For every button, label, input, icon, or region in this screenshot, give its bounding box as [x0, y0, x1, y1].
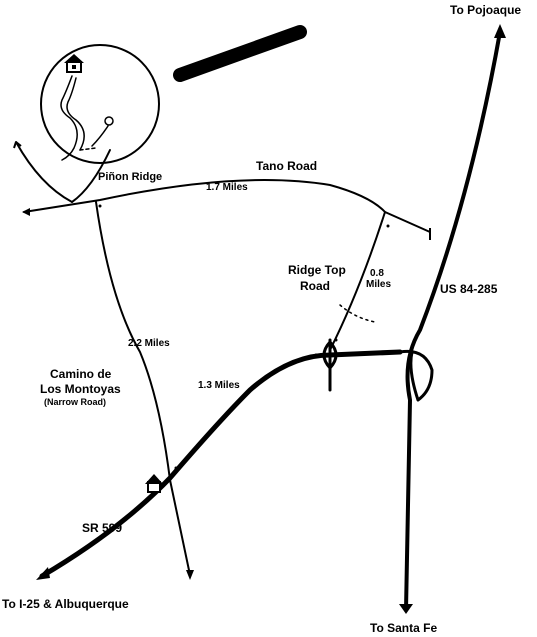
label-sr599-miles: 1.3 Miles	[198, 380, 240, 391]
camino-de-los-montoyas	[95, 201, 191, 576]
tano-road	[23, 179, 431, 233]
us-84-285	[404, 30, 502, 612]
sr-599	[39, 349, 403, 579]
interchange-west	[314, 338, 346, 392]
house-icon	[145, 474, 163, 493]
ridge-top-side-path	[339, 304, 376, 323]
label-ridge-top-2: Road	[300, 279, 330, 293]
label-camino-3: (Narrow Road)	[44, 397, 106, 407]
label-ridge-top-1: Ridge Top	[288, 263, 346, 277]
arrowhead	[494, 24, 506, 38]
label-sr599: SR 599	[82, 521, 122, 535]
arrowhead	[36, 567, 50, 580]
label-us-84-285: US 84-285	[440, 282, 498, 296]
house-icon	[64, 54, 84, 73]
label-pinon-ridge: Piñon Ridge	[98, 171, 162, 183]
arrowhead	[13, 141, 22, 149]
arrowhead	[22, 208, 30, 216]
label-ridge-miles-1: 0.8	[370, 268, 384, 279]
label-camino-miles: 2.2 Miles	[128, 338, 170, 349]
magnifying-glass-icon	[40, 25, 307, 164]
pinon-ridge-road-2	[71, 149, 111, 203]
label-to-santa-fe: To Santa Fe	[370, 621, 437, 635]
label-tano-road: Tano Road	[256, 159, 317, 173]
label-tano-miles: 1.7 Miles	[206, 182, 248, 193]
label-ridge-miles-2: Miles	[366, 279, 391, 290]
label-camino-1: Camino de	[50, 367, 112, 381]
label-to-albuquerque: To I-25 & Albuquerque	[2, 597, 129, 611]
arrowhead	[399, 604, 413, 614]
interchange-east	[398, 349, 434, 402]
label-to-pojoaque: To Pojoaque	[450, 3, 521, 17]
arrowhead	[186, 570, 194, 580]
pinon-ridge-road	[15, 141, 73, 203]
label-camino-2: Los Montoyas	[40, 382, 121, 396]
ridge-top-road	[329, 211, 386, 351]
